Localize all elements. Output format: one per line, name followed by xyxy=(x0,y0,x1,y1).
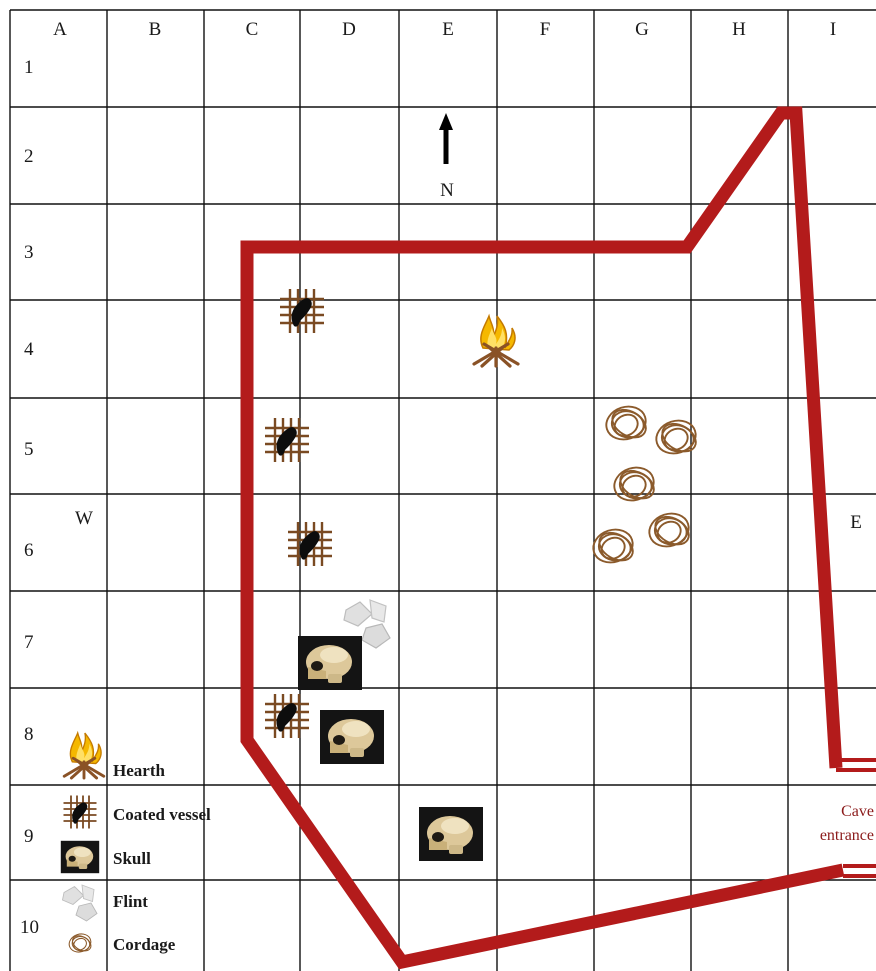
skull-icon xyxy=(298,636,362,690)
cordage-icon xyxy=(645,509,694,552)
compass-east-label: E xyxy=(850,512,862,533)
legend-cordage-icon xyxy=(67,931,94,955)
col-label-h: H xyxy=(732,19,746,40)
legend-flint-label: Flint xyxy=(113,892,148,911)
cave-entrance-label-line2: entrance xyxy=(820,827,874,844)
coated-vessel-icon xyxy=(265,694,309,738)
row-label-9: 9 xyxy=(24,826,34,847)
legend-hearth-icon xyxy=(64,733,104,778)
row-label-5: 5 xyxy=(24,439,34,460)
cordage-icon xyxy=(589,525,638,568)
row-label-2: 2 xyxy=(24,146,34,167)
row-label-10: 10 xyxy=(20,917,39,938)
column-labels: A B C D E F G H I xyxy=(53,19,836,40)
skull-icon xyxy=(419,807,483,861)
legend-cordage-label: Cordage xyxy=(113,935,176,954)
hearth-icon xyxy=(474,316,518,366)
col-label-c: C xyxy=(246,19,259,40)
row-labels: 1 2 3 4 5 6 7 8 9 10 xyxy=(20,57,39,938)
skull-icon xyxy=(320,710,384,764)
north-arrow-icon xyxy=(439,113,453,164)
row-label-8: 8 xyxy=(24,724,34,745)
coated-vessel-icon xyxy=(288,522,332,566)
col-label-a: A xyxy=(53,19,67,40)
row-label-1: 1 xyxy=(24,57,34,78)
compass-north-label: N xyxy=(440,180,454,201)
compass-west-label: W xyxy=(75,508,93,529)
cordage-icon xyxy=(602,402,651,445)
col-label-f: F xyxy=(540,19,551,40)
col-label-b: B xyxy=(149,19,162,40)
cordage-icon xyxy=(652,416,701,459)
legend-skull-label: Skull xyxy=(113,849,151,868)
col-label-d: D xyxy=(342,19,356,40)
legend-hearth-label: Hearth xyxy=(113,761,165,780)
row-label-4: 4 xyxy=(24,339,34,360)
legend: Hearth Coated vessel Skull Flint Cordage xyxy=(61,733,211,955)
col-label-i: I xyxy=(830,19,836,40)
map-finds xyxy=(265,289,701,861)
row-label-7: 7 xyxy=(24,632,34,653)
row-label-3: 3 xyxy=(24,242,34,263)
legend-skull-icon xyxy=(61,841,99,873)
legend-coated-vessel-icon xyxy=(64,796,97,829)
row-label-6: 6 xyxy=(24,540,34,561)
coated-vessel-icon xyxy=(265,418,309,462)
coated-vessel-icon xyxy=(280,289,324,333)
cave-wall-outline: Cave entrance xyxy=(247,113,876,962)
cordage-icon xyxy=(610,463,659,506)
cave-entrance-label-line1: Cave xyxy=(841,803,874,820)
col-label-g: G xyxy=(635,19,649,40)
col-label-e: E xyxy=(442,19,454,40)
legend-flint-icon xyxy=(63,885,98,921)
legend-coated-vessel-label: Coated vessel xyxy=(113,805,211,824)
